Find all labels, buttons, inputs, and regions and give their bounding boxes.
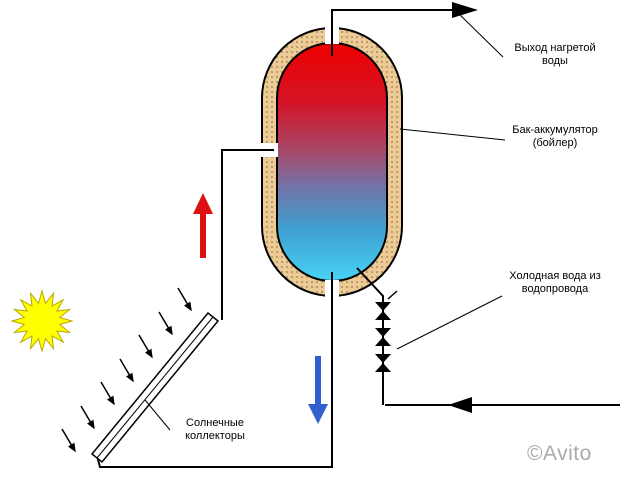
valve-tick	[387, 290, 398, 300]
leader-line-cold	[396, 295, 503, 350]
hot-flow-up-arrow	[193, 193, 213, 258]
leader-line-collector	[144, 399, 171, 431]
ray-arrow-icon	[138, 334, 153, 359]
cold-flow-down-arrow	[308, 356, 328, 424]
label-line: (бойлер)	[532, 137, 578, 149]
solar-collector-label: Солнечные коллекторы	[168, 417, 262, 443]
label-line: коллекторы	[185, 430, 245, 442]
sun-icon	[10, 289, 74, 353]
inlet-flow-arrow-icon	[448, 397, 472, 413]
label-line: Выход нагретой	[514, 42, 596, 54]
label-line: Солнечные	[186, 417, 244, 429]
ray-arrow-icon	[80, 405, 95, 430]
boiler-tank-label: Бак-аккумулятор (бойлер)	[480, 124, 630, 150]
ray-arrow-icon	[100, 381, 115, 406]
label-line: Бак-аккумулятор	[512, 124, 598, 136]
avito-watermark: ©Avito	[527, 442, 592, 465]
valve-icon	[375, 328, 391, 346]
collector-midline	[96, 316, 214, 459]
outlet-flow-arrow-icon	[452, 2, 478, 18]
sun-ray-arrows	[61, 287, 192, 453]
ray-arrow-icon	[158, 311, 173, 336]
label-line: воды	[542, 55, 568, 67]
label-line: водопровода	[521, 283, 589, 295]
ray-arrow-icon	[177, 287, 192, 312]
cold-water-inlet-label: Холодная вода из водопровода	[477, 270, 633, 296]
valve-icon	[375, 354, 391, 372]
valve-icon	[375, 302, 391, 320]
ray-arrow-icon	[61, 428, 76, 453]
storage-tank	[276, 42, 388, 282]
collector-riser-pipe	[221, 149, 274, 320]
leader-line-outlet	[457, 12, 504, 58]
hot-outlet-pipe	[331, 9, 455, 56]
ray-arrow-icon	[119, 358, 134, 383]
leader-line-boiler	[399, 128, 506, 141]
hot-water-outlet-label: Выход нагретой воды	[480, 42, 630, 68]
collector-return-pipe	[96, 272, 333, 468]
label-line: Холодная вода из	[509, 270, 601, 282]
